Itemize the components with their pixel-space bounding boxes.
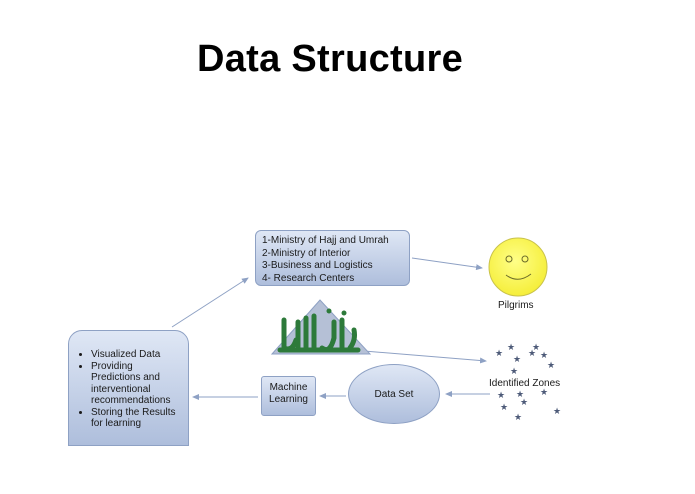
results-item-storing: Storing the Results for learning — [91, 407, 184, 430]
ministry-line-2: 2-Ministry of Interior — [262, 247, 351, 259]
svg-text:★: ★ — [553, 407, 561, 417]
results-item-predictions: Providing Predictions and interventional… — [91, 361, 184, 407]
pilgrims-label: Pilgrims — [498, 300, 534, 311]
svg-text:★: ★ — [510, 367, 518, 377]
dataset-node: Data Set — [348, 364, 440, 424]
svg-text:★: ★ — [513, 355, 521, 365]
svg-text:★: ★ — [547, 361, 555, 371]
dataset-label: Data Set — [374, 388, 414, 400]
ml-label-line-2: Learning — [269, 394, 308, 405]
svg-text:★: ★ — [500, 403, 508, 413]
arrow-logo-to-zones — [351, 349, 487, 364]
arrow-ministry-to-pilgrims — [411, 257, 483, 271]
results-box: Visualized Data Providing Predictions an… — [68, 330, 189, 446]
svg-text:★: ★ — [497, 391, 505, 401]
arrow-results-to-ministry — [171, 277, 249, 328]
svg-text:★: ★ — [532, 343, 540, 353]
svg-text:★: ★ — [540, 388, 548, 398]
arabic-calligraphy-logo-icon — [270, 299, 372, 355]
results-list: Visualized Data Providing Predictions an… — [77, 349, 184, 430]
ml-label-line-1: Machine — [269, 382, 308, 393]
machine-learning-node: Machine Learning — [261, 376, 316, 416]
ministry-line-3: 3-Business and Logistics — [262, 260, 373, 271]
ministry-line-4: 4- Research Centers — [262, 272, 355, 284]
svg-text:★: ★ — [520, 398, 528, 408]
results-item-visualized: Visualized Data — [91, 349, 184, 361]
svg-text:★: ★ — [540, 351, 548, 361]
smiley-face-icon — [488, 237, 548, 297]
svg-text:★: ★ — [495, 349, 503, 359]
svg-text:★: ★ — [514, 413, 522, 423]
ministry-line-1: 1-Ministry of Hajj and Umrah — [262, 235, 389, 246]
page-title: Data Structure — [196, 38, 464, 80]
identified-zones-label: Identified Zones — [489, 378, 561, 389]
svg-text:★: ★ — [516, 390, 524, 400]
svg-text:★: ★ — [528, 349, 536, 359]
stars-cluster-icon: ★ ★ ★ ★ ★ ★ ★ ★ ★ ★ ★ ★ ★ ★ ★ — [495, 343, 561, 423]
svg-text:★: ★ — [507, 343, 515, 353]
ministry-list-box: 1-Ministry of Hajj and Umrah 2-Ministry … — [255, 230, 410, 286]
